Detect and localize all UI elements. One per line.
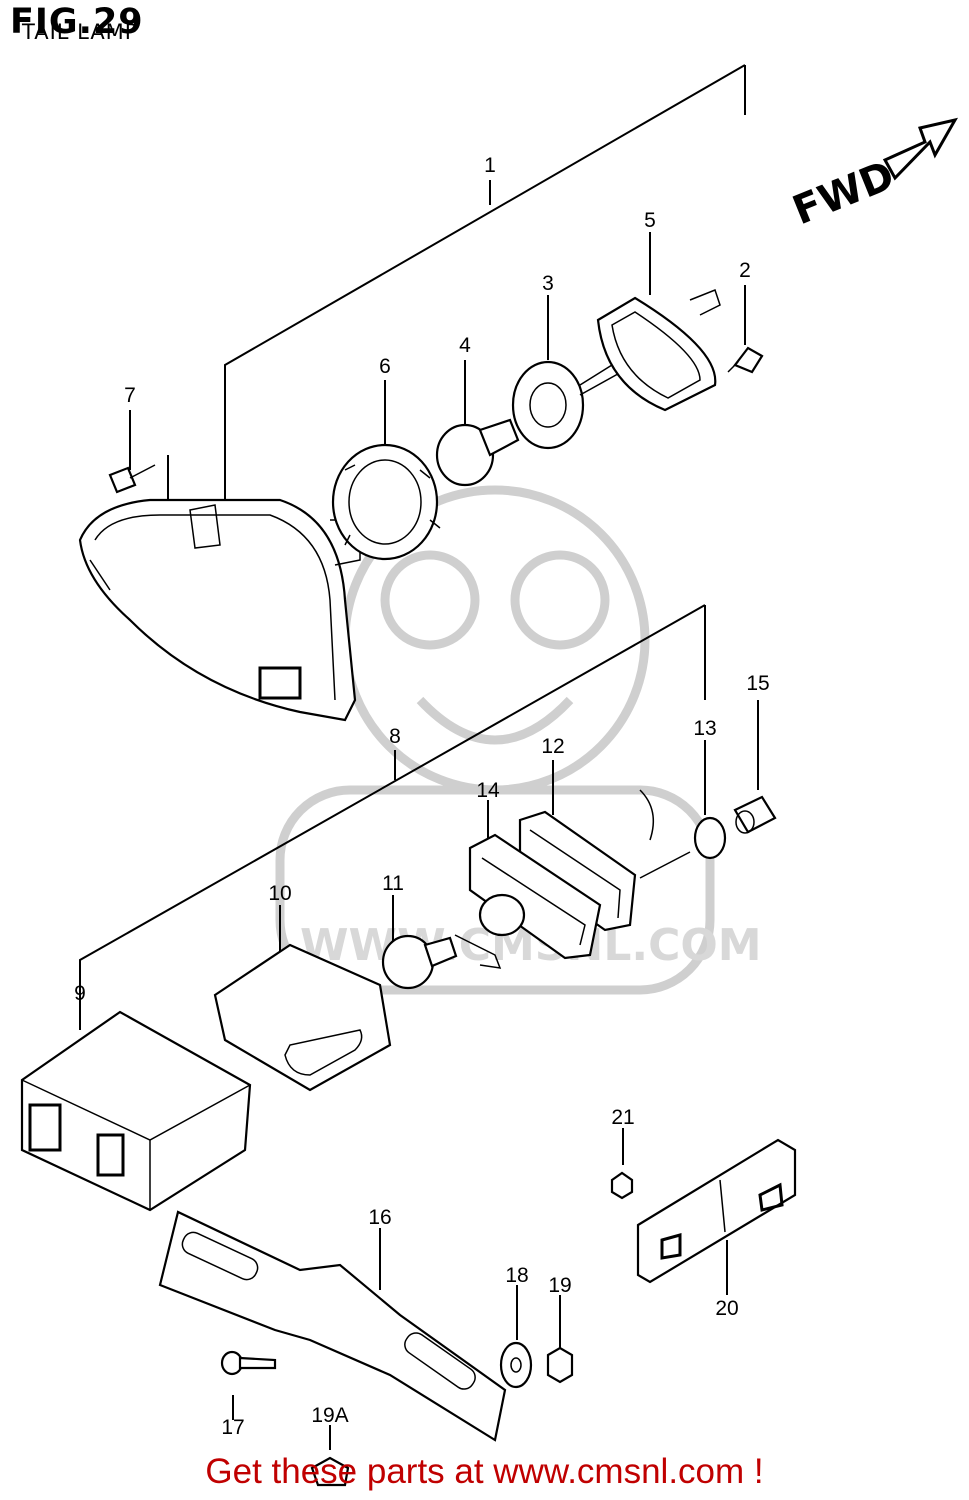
nut-21 bbox=[610, 1171, 634, 1200]
nut-19a bbox=[310, 1456, 350, 1487]
license-bracket bbox=[158, 1210, 507, 1442]
callout-1: 1 bbox=[484, 154, 496, 177]
socket-ring bbox=[331, 443, 441, 561]
callout-21: 21 bbox=[611, 1106, 634, 1129]
bolt-17 bbox=[220, 1350, 277, 1376]
washer-18 bbox=[499, 1341, 533, 1389]
callout-4: 4 bbox=[459, 334, 471, 357]
callout-18: 18 bbox=[505, 1264, 528, 1287]
figure-subtitle: TAIL LAMP bbox=[22, 20, 139, 44]
callout-14: 14 bbox=[476, 779, 500, 802]
lamp-lens bbox=[213, 943, 392, 1092]
watermark: WWW.CMSNL.COM bbox=[275, 485, 762, 995]
callout-7: 7 bbox=[124, 384, 136, 407]
callout-20: 20 bbox=[715, 1297, 738, 1320]
screw-2 bbox=[727, 346, 764, 374]
license-lamp-body bbox=[468, 833, 602, 960]
callout-19: 19 bbox=[548, 1274, 571, 1297]
nut-19 bbox=[546, 1346, 574, 1384]
callout-12: 12 bbox=[541, 735, 564, 758]
callout-3: 3 bbox=[542, 272, 554, 295]
callout-17: 17 bbox=[221, 1416, 244, 1439]
bulb-socket bbox=[511, 359, 626, 450]
callout-13: 13 bbox=[693, 717, 716, 740]
bulb bbox=[435, 418, 520, 487]
fwd-arrow-icon bbox=[882, 117, 958, 181]
license-bulb bbox=[381, 934, 502, 990]
forward-direction-indicator: FWD bbox=[787, 117, 958, 234]
fwd-label: FWD bbox=[787, 152, 901, 234]
callout-16: 16 bbox=[368, 1206, 391, 1229]
callout-10: 10 bbox=[268, 882, 291, 905]
callout-19a: 19A bbox=[311, 1404, 348, 1427]
collar bbox=[733, 795, 777, 834]
grommet bbox=[639, 816, 727, 879]
footer-link[interactable]: Get these parts at www.cmsnl.com ! bbox=[205, 1452, 764, 1491]
callout-labels: 1 2 3 4 5 6 7 8 9 10 11 12 13 14 15 16 1… bbox=[74, 154, 770, 1439]
assembly-lines bbox=[79, 64, 746, 1030]
callout-5: 5 bbox=[644, 209, 656, 232]
screw-7 bbox=[108, 464, 156, 494]
callout-11: 11 bbox=[382, 872, 404, 895]
callout-15: 15 bbox=[746, 672, 769, 695]
tail-lamp-housing bbox=[78, 498, 361, 722]
figure-title: FIG.29 bbox=[10, 2, 144, 42]
callout-6: 6 bbox=[379, 355, 391, 378]
callout-2: 2 bbox=[739, 259, 751, 282]
reflector bbox=[636, 1138, 797, 1284]
license-lamp-housing bbox=[20, 1010, 252, 1212]
callout-8: 8 bbox=[389, 725, 401, 748]
callout-9: 9 bbox=[74, 982, 86, 1005]
gasket bbox=[596, 289, 721, 412]
